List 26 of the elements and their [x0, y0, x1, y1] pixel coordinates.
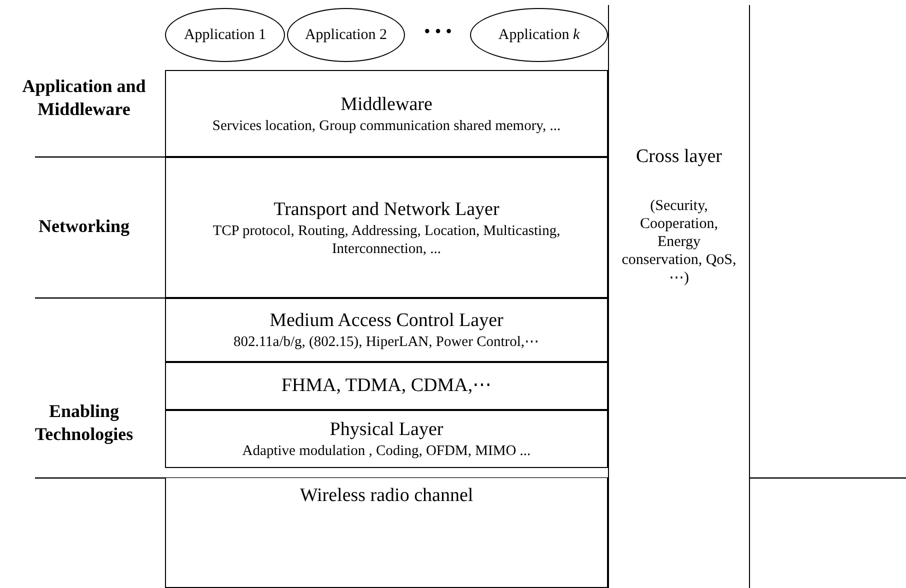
- layer-description: Services location, Group communication shared memory, ...: [212, 116, 561, 134]
- layer-title: FHMA, TDMA, CDMA,⋯: [281, 374, 492, 398]
- layer-box: [165, 410, 608, 468]
- layer-title: Medium Access Control Layer: [270, 309, 504, 333]
- layer-title: Cross layer: [636, 145, 722, 169]
- layer-title: Physical Layer: [330, 418, 444, 442]
- layer-group-label: Application and Middleware: [21, 75, 147, 121]
- layer-group-label: Networking: [38, 215, 130, 238]
- ellipsis-dots: • • •: [423, 20, 453, 43]
- layer-box: [165, 70, 608, 157]
- layer-description: Adaptive modulation , Coding, OFDM, MIMO ...: [242, 442, 531, 460]
- layer-group-label: Enabling Technologies: [34, 400, 134, 446]
- layer-description: 802.11a/b/g, (802.15), HiperLAN, Power Control,⋯: [233, 333, 540, 351]
- layer-box: [165, 157, 608, 298]
- cross-layer-box: [608, 5, 750, 588]
- layer-box: [165, 362, 608, 410]
- layer-title: Middleware: [340, 92, 432, 116]
- layer-box: [165, 298, 608, 362]
- layer-title: Wireless radio channel: [300, 484, 474, 508]
- layer-title: Transport and Network Layer: [274, 198, 500, 222]
- layer-description: (Security, Cooperation, Energy conservation, QoS, ⋯): [620, 197, 738, 287]
- layer-description: TCP protocol, Routing, Addressing, Location, Multicasting, Interconnection, ...: [212, 222, 562, 258]
- layer-box: [165, 478, 608, 588]
- application-label: Application k: [498, 26, 580, 44]
- application-label: Application 1: [184, 26, 266, 44]
- application-label: Application 2: [304, 26, 388, 44]
